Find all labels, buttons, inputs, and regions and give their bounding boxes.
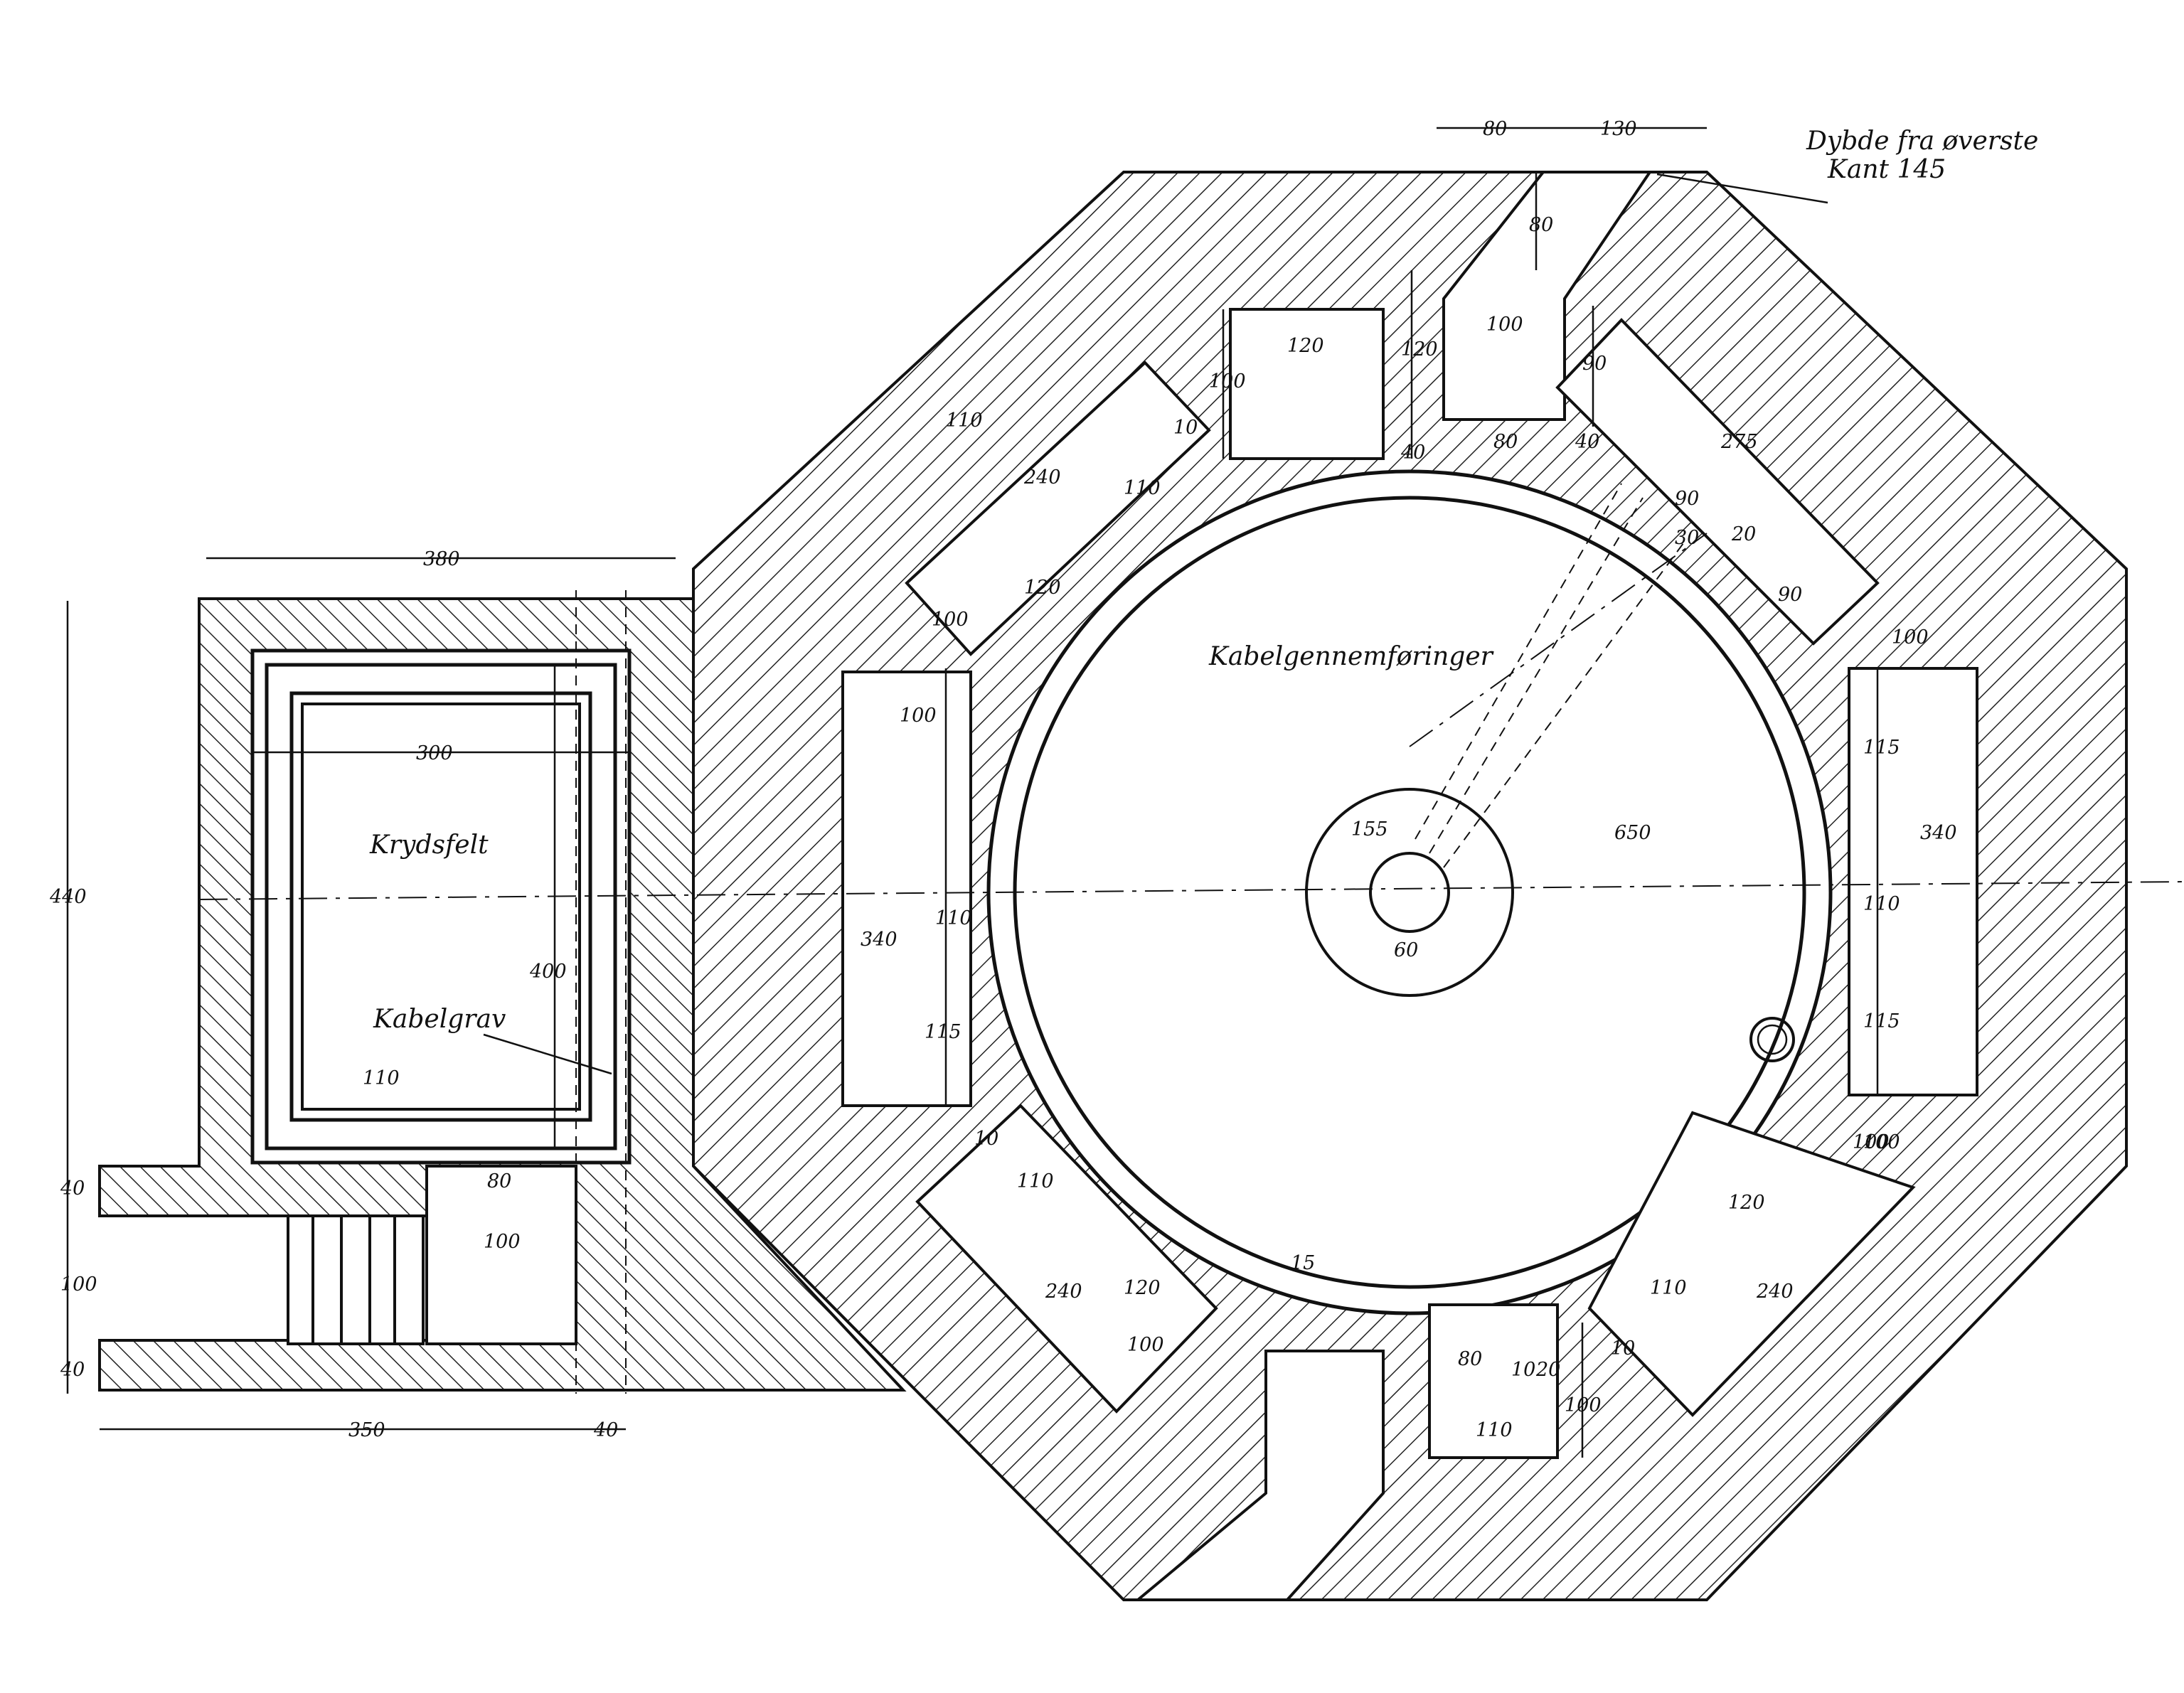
dim-340-right: 340 — [1920, 822, 1957, 844]
dim-100-vert: 100 — [1209, 370, 1246, 392]
dim-100-b: 100 — [900, 705, 937, 727]
annotations: Krydsfelt Kabelgrav Kabelgennemføringer … — [369, 127, 2038, 1034]
dim-40-b: 40 — [60, 1359, 85, 1381]
dim-155: 155 — [1351, 818, 1388, 840]
dim-80-bot: 80 — [1458, 1348, 1482, 1370]
dim-20-b: 20 — [1535, 1359, 1560, 1381]
dim-30: 30 — [1675, 527, 1699, 549]
dim-240-a: 240 — [1023, 466, 1061, 488]
dim-40-bottom: 40 — [593, 1419, 618, 1441]
dim-115-c: 115 — [1863, 1010, 1900, 1032]
dim-10-d: 10 — [1511, 1359, 1535, 1381]
dim-110-e: 110 — [1017, 1170, 1054, 1192]
dim-100-f: 100 — [1853, 1131, 1890, 1153]
dim-100-e: 100 — [1127, 1334, 1164, 1356]
dim-110-c: 110 — [935, 907, 972, 929]
dim-440: 440 — [49, 886, 87, 908]
dim-120-vert: 120 — [1401, 338, 1438, 361]
dim-20-a: 20 — [1731, 523, 1756, 545]
dim-240-c: 240 — [1756, 1281, 1794, 1303]
dim-300: 300 — [416, 742, 453, 764]
dim-380: 380 — [423, 548, 460, 570]
dim-110-f: 110 — [1650, 1277, 1687, 1299]
center-lines — [198, 483, 2184, 900]
dim-100-c: 100 — [1892, 626, 1929, 648]
dim-650: 650 — [1614, 822, 1651, 844]
dim-110-grav: 110 — [363, 1067, 400, 1089]
dim-110-d: 110 — [1863, 893, 1900, 915]
dim-80-mid: 80 — [1493, 431, 1518, 453]
dim-110-g: 110 — [1476, 1419, 1513, 1441]
kabelgrav-label: Kabelgrav — [373, 1005, 506, 1034]
dim-120-c: 120 — [1728, 1192, 1765, 1214]
dim-115-a: 115 — [925, 1021, 962, 1043]
dim-90-vert: 90 — [1582, 353, 1607, 375]
dim-90-b: 90 — [1778, 584, 1802, 606]
dim-100-side: 100 — [60, 1273, 97, 1296]
dim-115-b: 115 — [1863, 737, 1900, 759]
dim-80-top: 80 — [1483, 118, 1507, 140]
dim-90-a: 90 — [1675, 488, 1699, 510]
dim-120-a: 120 — [1024, 577, 1061, 599]
dim-120-top: 120 — [1287, 335, 1324, 357]
dim-110-b: 110 — [1124, 477, 1161, 499]
dim-15: 15 — [1291, 1252, 1315, 1274]
dim-240-b: 240 — [1045, 1281, 1082, 1303]
dim-60: 60 — [1394, 939, 1418, 961]
dim-80-left: 80 — [487, 1170, 511, 1192]
depth-note-line1: Dybde fra øverste — [1806, 127, 2038, 156]
dim-10-a: 10 — [1173, 417, 1198, 439]
dim-10-c: 10 — [1611, 1337, 1635, 1360]
dimension-lines — [66, 127, 1879, 1458]
cable-bushings-label: Kabelgennemføringer — [1208, 642, 1494, 671]
dim-400: 400 — [529, 961, 567, 983]
dim-80-vert: 80 — [1529, 214, 1553, 236]
dim-100-g: 100 — [1565, 1394, 1602, 1416]
dim-100-a: 100 — [932, 609, 969, 631]
dim-40-a: 40 — [60, 1177, 85, 1200]
dim-100-left: 100 — [484, 1231, 521, 1253]
dim-275: 275 — [1720, 431, 1758, 453]
depth-note-line2: Kant 145 — [1827, 155, 1946, 184]
dimension-labels: 380 440 300 400 110 80 100 40 100 40 350… — [49, 118, 1957, 1441]
dim-40-c: 40 — [1400, 442, 1425, 464]
dim-350: 350 — [348, 1419, 385, 1441]
dim-110-a: 110 — [946, 410, 983, 432]
dim-100-d: 100 — [1863, 1131, 1900, 1153]
dim-10-b: 10 — [974, 1128, 998, 1150]
wall-niches — [841, 171, 1978, 1601]
dim-120-b: 120 — [1124, 1277, 1161, 1299]
dim-130-top: 130 — [1600, 118, 1637, 140]
dim-340-left: 340 — [861, 929, 897, 951]
krydsfelt-label: Krydsfelt — [369, 831, 489, 860]
dim-100-top: 100 — [1486, 314, 1523, 336]
annex-building — [98, 590, 907, 1394]
dim-40-d: 40 — [1575, 431, 1599, 453]
